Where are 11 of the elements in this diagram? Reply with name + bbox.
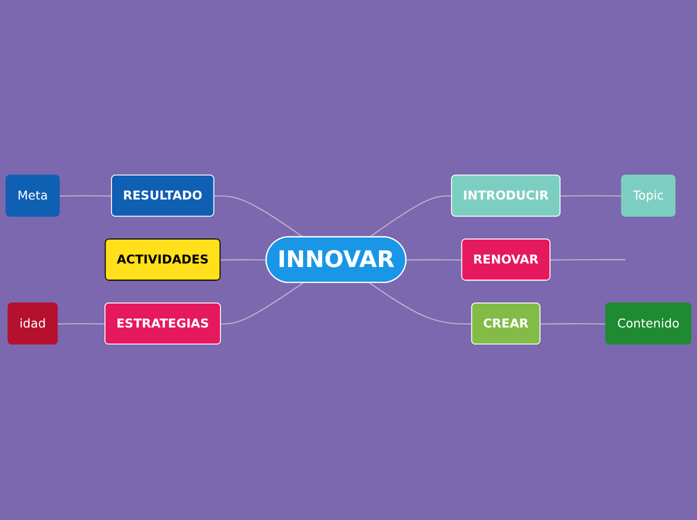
connector bbox=[214, 196, 304, 238]
connector bbox=[220, 260, 266, 261]
connector bbox=[60, 196, 112, 197]
connector bbox=[560, 196, 622, 197]
connector bbox=[220, 282, 304, 325]
connector bbox=[406, 260, 462, 261]
connector bbox=[369, 196, 452, 238]
connector bbox=[550, 259, 626, 261]
connector bbox=[369, 282, 472, 325]
connector bbox=[58, 324, 106, 325]
connector bbox=[540, 324, 606, 325]
